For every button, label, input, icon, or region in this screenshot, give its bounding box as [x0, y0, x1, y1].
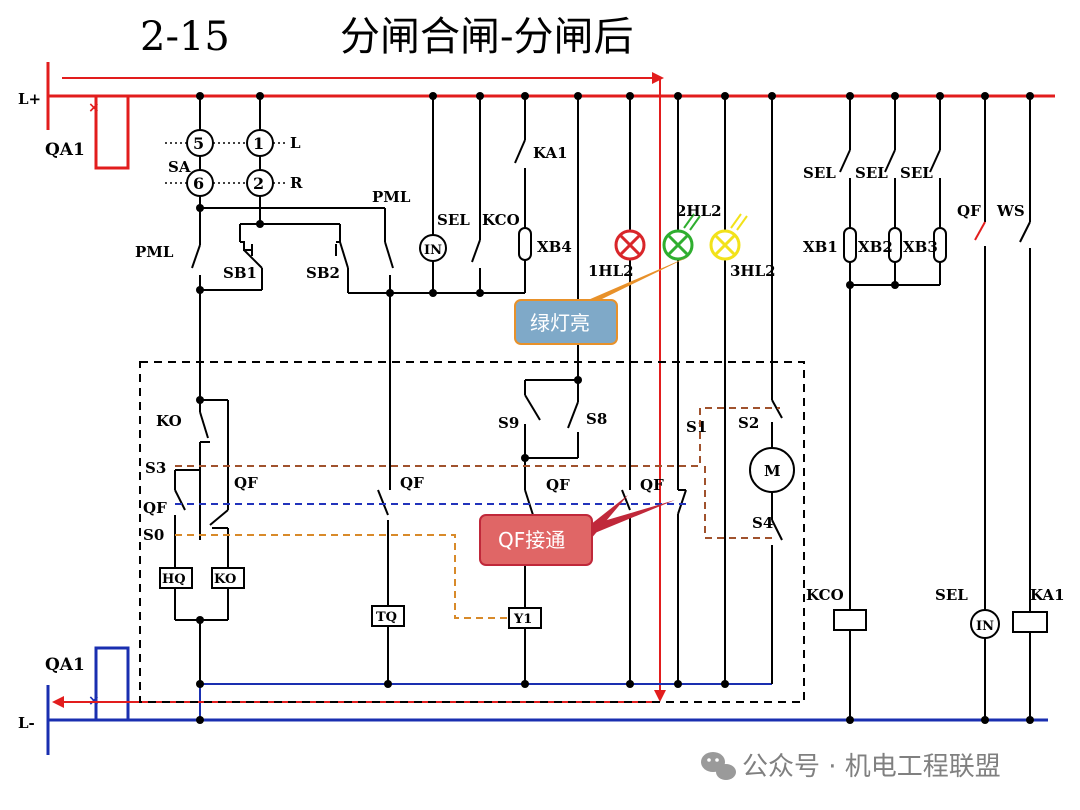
hl3-label: 3HL2	[730, 262, 776, 280]
qa1-top-label: QA1	[45, 140, 85, 160]
hl1-label: 1HL2	[588, 262, 634, 280]
sa-switch	[165, 96, 288, 228]
lamp-1hl2-red	[614, 229, 646, 261]
kco-mid-label: KCO	[482, 211, 520, 229]
watermark-text: 公众号 · 机电工程联盟	[742, 752, 1001, 782]
motor-branch	[721, 399, 795, 688]
in-right-label: IN	[976, 619, 994, 634]
s9-label: S9	[498, 414, 519, 432]
wechat-icon	[701, 752, 736, 780]
xb2-label: XB2	[858, 238, 893, 256]
sb2-label: SB2	[306, 264, 340, 282]
bus-negative-label: L-	[18, 714, 35, 732]
title-number: 2-15	[140, 14, 230, 60]
qf-2-label: QF	[400, 474, 424, 492]
xb3-label: XB3	[903, 238, 938, 256]
right-ws-ka1-branch	[1012, 96, 1048, 724]
s2-label: S2	[738, 414, 759, 432]
sa-side-r: R	[290, 174, 303, 192]
sel-mid-label: SEL	[437, 211, 470, 229]
tq-branch	[371, 489, 405, 688]
xb4-label: XB4	[537, 238, 572, 256]
mechanism-enclosure	[139, 361, 805, 703]
right-sel-xb-group	[833, 96, 947, 724]
sa-label: SA	[168, 158, 191, 176]
ko-top-label: KO	[156, 412, 182, 430]
qf-right-label: QF	[957, 202, 981, 220]
qf-4-label: QF	[640, 476, 664, 494]
watermark: 公众号 · 机电工程联盟	[701, 752, 1001, 782]
pml-wiring	[191, 207, 484, 490]
ko-hq-branch	[159, 396, 245, 724]
qf-3-label: QF	[546, 476, 570, 494]
hq-box-label: HQ	[162, 572, 186, 587]
qf-on-callout-text: QF接通	[498, 528, 565, 552]
s0-label: S0	[143, 526, 164, 544]
s4-label: S4	[752, 514, 773, 532]
ko-box-label: KO	[214, 572, 236, 587]
qf-side-label: QF	[143, 499, 167, 517]
tq-box-label: TQ	[376, 610, 397, 625]
sel-r3-label: SEL	[900, 164, 933, 182]
s1-label: S1	[686, 418, 707, 436]
sa-contact-1-label: 1	[253, 134, 264, 153]
positive-current-arrow	[62, 72, 666, 702]
ka1-right-label: KA1	[1030, 586, 1065, 604]
qf-on-callout	[479, 495, 675, 566]
hl2-label: 2HL2	[676, 202, 722, 220]
qf-lamp-contacts	[621, 489, 687, 688]
lamp-3hl2-yellow	[709, 213, 748, 261]
mechanical-linkages	[175, 407, 780, 619]
title-text: 分闸合闸-分闸后	[340, 14, 634, 60]
green-lamp-callout	[514, 256, 690, 345]
in-meter-mid-label: IN	[424, 243, 442, 258]
pml-top-label: PML	[372, 188, 411, 206]
qa1-bottom-label: QA1	[45, 655, 85, 675]
sa-contact-2-label: 2	[253, 174, 264, 193]
sb1-label: SB1	[223, 264, 257, 282]
xb1-label: XB1	[803, 238, 838, 256]
s8-label: S8	[586, 410, 607, 428]
qa1-top-breaker-loop	[94, 96, 130, 170]
sel-right-label: SEL	[935, 586, 968, 604]
qa1-bottom-breaker-loop	[94, 646, 130, 720]
y1-box-label: Y1	[513, 612, 532, 627]
motor-label: M	[764, 462, 781, 480]
bus-positive-label: L+	[18, 90, 41, 108]
ws-label: WS	[996, 202, 1025, 220]
right-qf-in-branch	[970, 96, 1000, 724]
green-lamp-callout-text: 绿灯亮	[530, 311, 590, 335]
kco-right-label: KCO	[806, 586, 844, 604]
sa-contact-6-label: 6	[193, 174, 204, 193]
qf-1-label: QF	[234, 474, 258, 492]
svg-text:×: ×	[88, 100, 100, 116]
positive-bus: ×	[46, 62, 1055, 170]
s3-label: S3	[145, 459, 166, 477]
sel-r2-label: SEL	[855, 164, 888, 182]
sa-contact-5-label: 5	[193, 134, 204, 153]
lamp-columns	[577, 96, 773, 490]
in-meter-mid	[419, 96, 447, 293]
sa-side-l: L	[290, 134, 301, 152]
lamp-2hl2-green	[662, 213, 701, 261]
sel-kco-column	[471, 96, 532, 294]
pml-left-label: PML	[135, 243, 174, 261]
sel-r1-label: SEL	[803, 164, 836, 182]
negative-bus: ×	[46, 620, 1048, 755]
ka1-top-label: KA1	[533, 144, 568, 162]
